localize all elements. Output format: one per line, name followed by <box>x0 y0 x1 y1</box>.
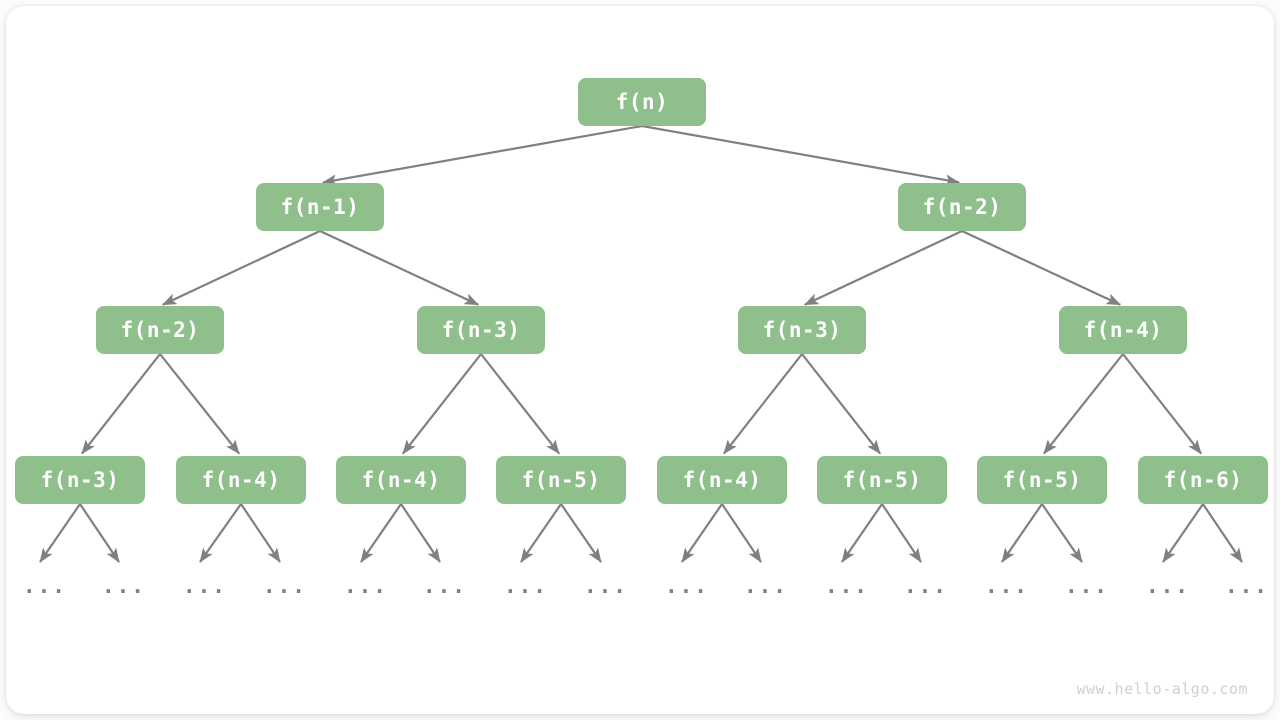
leaf-stub-14 <box>1162 503 1204 563</box>
ellipsis-3: ... <box>263 574 307 598</box>
tree-edge-n21-n211 <box>722 353 803 455</box>
ellipsis-10: ... <box>825 574 869 598</box>
leaf-stub-6 <box>520 503 562 563</box>
tree-node-n12: f(n-3) <box>417 306 545 354</box>
tree-edge-n21-n212 <box>801 353 882 455</box>
tree-node-n1: f(n-1) <box>256 183 384 231</box>
tree-node-n11: f(n-2) <box>96 306 224 354</box>
tree-node-n111: f(n-3) <box>15 456 145 504</box>
tree-edge-n0-n2 <box>641 124 960 186</box>
tree-node-n112: f(n-4) <box>176 456 306 504</box>
tree-edge-n12-n121 <box>401 353 482 455</box>
tree-edge-n0-n1 <box>322 124 643 186</box>
tree-edge-n2-n21 <box>803 230 963 306</box>
leaf-stub-9 <box>721 503 762 563</box>
leaf-stub-4 <box>360 503 402 563</box>
tree-edge-n22-n222 <box>1122 353 1203 455</box>
tree-node-n211: f(n-4) <box>657 456 787 504</box>
tree-node-n221: f(n-5) <box>977 456 1107 504</box>
ellipsis-11: ... <box>904 574 948 598</box>
ellipsis-6: ... <box>504 574 548 598</box>
leaf-stub-3 <box>240 503 281 563</box>
watermark: www.hello-algo.com <box>1076 680 1248 698</box>
tree-node-n122: f(n-5) <box>496 456 626 504</box>
tree-node-n0: f(n) <box>578 78 706 126</box>
leaf-stub-12 <box>1001 503 1043 563</box>
leaf-stub-group <box>39 503 1243 563</box>
tree-edge-n11-n111 <box>80 353 161 455</box>
leaf-stub-10 <box>841 503 883 563</box>
ellipsis-12: ... <box>985 574 1029 598</box>
leaf-stub-2 <box>199 503 242 563</box>
ellipsis-5: ... <box>423 574 467 598</box>
tree-edge-n11-n112 <box>159 353 240 455</box>
ellipsis-0: ... <box>23 574 67 598</box>
ellipsis-8: ... <box>665 574 709 598</box>
tree-node-n21: f(n-3) <box>738 306 866 354</box>
ellipsis-2: ... <box>183 574 227 598</box>
ellipsis-4: ... <box>344 574 388 598</box>
ellipsis-15: ... <box>1225 574 1269 598</box>
tree-node-n222: f(n-6) <box>1138 456 1268 504</box>
tree-node-n2: f(n-2) <box>898 183 1026 231</box>
tree-node-n121: f(n-4) <box>336 456 466 504</box>
ellipsis-9: ... <box>744 574 788 598</box>
leaf-stub-15 <box>1202 503 1243 563</box>
leaf-stub-1 <box>79 503 120 563</box>
tree-edge-n1-n12 <box>319 230 480 306</box>
ellipsis-7: ... <box>584 574 628 598</box>
ellipsis-13: ... <box>1065 574 1109 598</box>
tree-edge-n22-n221 <box>1043 353 1124 455</box>
leaf-stub-13 <box>1041 503 1083 563</box>
tree-node-n212: f(n-5) <box>817 456 947 504</box>
leaf-stub-11 <box>881 503 922 563</box>
edge-group <box>80 124 1203 455</box>
tree-edge-n12-n122 <box>480 353 561 455</box>
leaf-stub-5 <box>400 503 441 563</box>
leaf-stub-8 <box>681 503 723 563</box>
leaf-stub-0 <box>39 503 81 563</box>
tree-node-n22: f(n-4) <box>1059 306 1187 354</box>
tree-edge-n2-n22 <box>961 230 1122 306</box>
tree-edge-n1-n11 <box>161 230 321 306</box>
ellipsis-1: ... <box>102 574 146 598</box>
leaf-stub-7 <box>560 503 602 563</box>
ellipsis-14: ... <box>1146 574 1190 598</box>
